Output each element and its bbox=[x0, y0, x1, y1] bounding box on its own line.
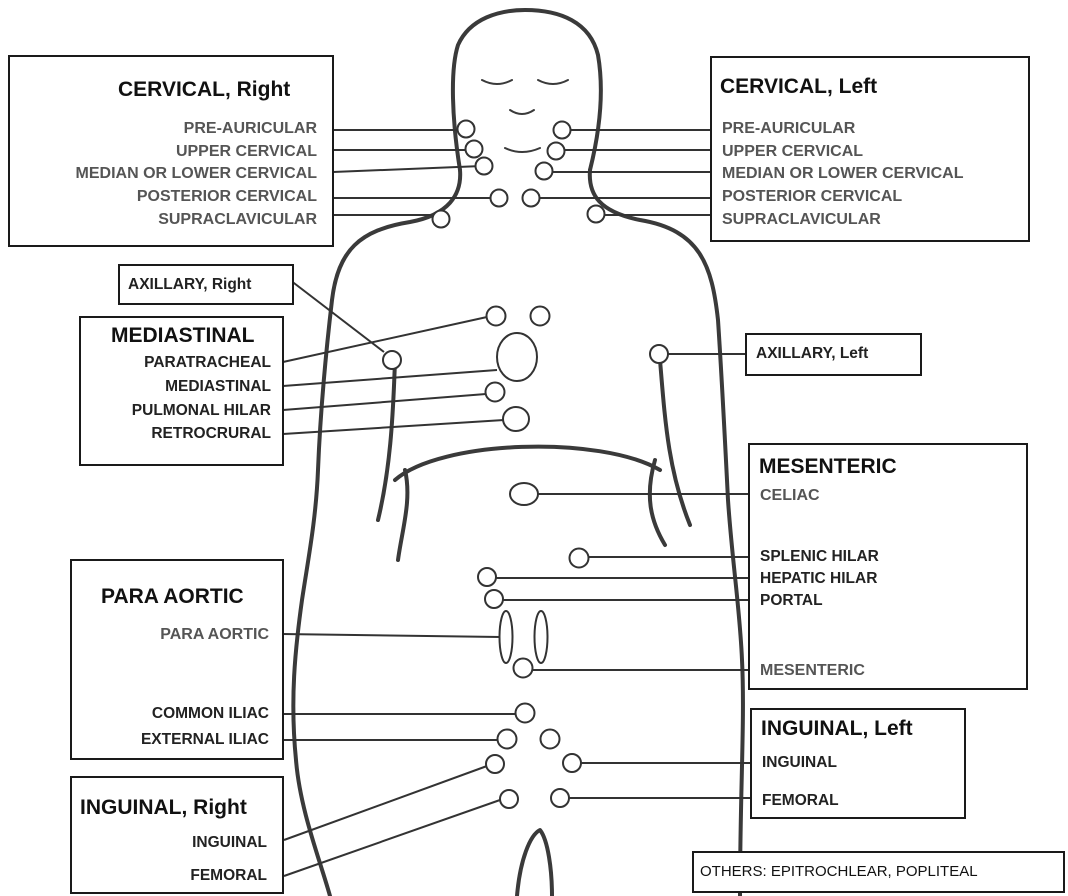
cervical-right-item-pre-auricular: PRE-AURICULAR bbox=[184, 121, 317, 137]
node-retrocrural bbox=[503, 407, 529, 431]
mediastinal-item-mediastinal: MEDIASTINAL bbox=[165, 379, 271, 395]
node-upper-cervical-left bbox=[548, 143, 565, 160]
node-pre-auricular-right bbox=[458, 121, 475, 138]
mesenteric-title: MESENTERIC bbox=[759, 456, 897, 477]
node-paratracheal-a bbox=[487, 307, 506, 326]
node-common-iliac bbox=[516, 704, 535, 723]
right-arm-outline bbox=[378, 360, 395, 520]
mesenteric-item-mesenteric: MESENTERIC bbox=[760, 663, 865, 679]
others-text: OTHERS: EPITROCHLEAR, POPLITEAL bbox=[700, 864, 978, 879]
node-lower-cervical-left bbox=[536, 163, 553, 180]
cervical-right-title: CERVICAL, Right bbox=[118, 79, 290, 100]
cervical-left-item-posterior-cervical: POSTERIOR CERVICAL bbox=[722, 189, 902, 205]
node-inguinal-left bbox=[563, 754, 581, 772]
node-inguinal-right bbox=[486, 755, 504, 773]
cervical-left-item-lower-cervical: MEDIAN OR LOWER CERVICAL bbox=[722, 166, 963, 182]
body-outline-left bbox=[590, 170, 743, 896]
cervical-left-title: CERVICAL, Left bbox=[720, 76, 877, 97]
mediastinal-item-pulmonal-hilar: PULMONAL HILAR bbox=[132, 403, 271, 419]
inguinal-right-item-inguinal: INGUINAL bbox=[192, 835, 267, 851]
node-celiac bbox=[510, 483, 538, 505]
node-mediastinal bbox=[497, 333, 537, 381]
mediastinal-title: MEDIASTINAL bbox=[111, 325, 255, 346]
node-paratracheal-b bbox=[531, 307, 550, 326]
mesenteric-item-splenic-hilar: SPLENIC HILAR bbox=[760, 549, 879, 565]
body-outline-right bbox=[293, 170, 460, 896]
diaphragm-outline bbox=[395, 447, 660, 480]
mouth bbox=[505, 148, 540, 152]
inguinal-right-item-femoral: FEMORAL bbox=[190, 868, 267, 884]
inguinal-left-item-femoral: FEMORAL bbox=[762, 793, 839, 809]
node-femoral-right bbox=[500, 790, 518, 808]
cervical-left-item-pre-auricular: PRE-AURICULAR bbox=[722, 121, 855, 137]
inguinal-left-title: INGUINAL, Left bbox=[761, 718, 913, 739]
node-external-iliac-right bbox=[498, 730, 517, 749]
eye-right bbox=[538, 80, 568, 84]
axillary-right-title: AXILLARY, Right bbox=[128, 277, 251, 293]
node-para-aortic-left bbox=[535, 611, 548, 663]
node-para-aortic-right bbox=[500, 611, 513, 663]
right-forearm-outline bbox=[398, 470, 407, 560]
cervical-right-item-posterior-cervical: POSTERIOR CERVICAL bbox=[137, 189, 317, 205]
cervical-left-item-upper-cervical: UPPER CERVICAL bbox=[722, 144, 863, 160]
node-axillary-left bbox=[650, 345, 668, 363]
eye-left bbox=[482, 80, 512, 84]
node-axillary-right bbox=[383, 351, 401, 369]
left-arm-outline bbox=[660, 360, 690, 525]
node-pre-auricular-left bbox=[554, 122, 571, 139]
inguinal-right-title: INGUINAL, Right bbox=[80, 797, 247, 818]
mesenteric-item-hepatic-hilar: HEPATIC HILAR bbox=[760, 571, 877, 587]
para-aortic-item-common-iliac: COMMON ILIAC bbox=[152, 706, 269, 722]
node-pulmonal-hilar bbox=[486, 383, 505, 402]
node-supraclavicular-left bbox=[588, 206, 605, 223]
para-aortic-item-para-aortic: PARA AORTIC bbox=[160, 627, 269, 643]
node-femoral-left bbox=[551, 789, 569, 807]
node-splenic-hilar bbox=[570, 549, 589, 568]
node-lower-cervical-right bbox=[476, 158, 493, 175]
cervical-right-item-upper-cervical: UPPER CERVICAL bbox=[176, 144, 317, 160]
mesenteric-item-celiac: CELIAC bbox=[760, 488, 820, 504]
node-external-iliac-left bbox=[541, 730, 560, 749]
cervical-left-item-supraclavicular: SUPRACLAVICULAR bbox=[722, 212, 881, 228]
para-aortic-item-external-iliac: EXTERNAL ILIAC bbox=[141, 732, 269, 748]
axillary-left-title: AXILLARY, Left bbox=[756, 346, 868, 362]
cervical-right-item-supraclavicular: SUPRACLAVICULAR bbox=[158, 212, 317, 228]
cervical-right-item-lower-cervical: MEDIAN OR LOWER CERVICAL bbox=[76, 166, 317, 182]
node-mesenteric bbox=[514, 659, 533, 678]
node-posterior-cervical-left bbox=[523, 190, 540, 207]
node-posterior-cervical-right bbox=[491, 190, 508, 207]
inguinal-left-item-inguinal: INGUINAL bbox=[762, 755, 837, 771]
left-forearm-outline bbox=[650, 460, 665, 545]
node-supraclavicular-right bbox=[433, 211, 450, 228]
node-portal bbox=[485, 590, 503, 608]
para-aortic-title: PARA AORTIC bbox=[101, 586, 244, 607]
leg-outline bbox=[517, 830, 552, 896]
mesenteric-box bbox=[748, 443, 1028, 690]
mediastinal-item-paratracheal: PARATRACHEAL bbox=[144, 355, 271, 371]
mesenteric-item-portal: PORTAL bbox=[760, 593, 823, 609]
node-hepatic-hilar bbox=[478, 568, 496, 586]
nose bbox=[510, 110, 534, 114]
mediastinal-item-retrocrural: RETROCRURAL bbox=[151, 426, 271, 442]
node-upper-cervical-right bbox=[466, 141, 483, 158]
